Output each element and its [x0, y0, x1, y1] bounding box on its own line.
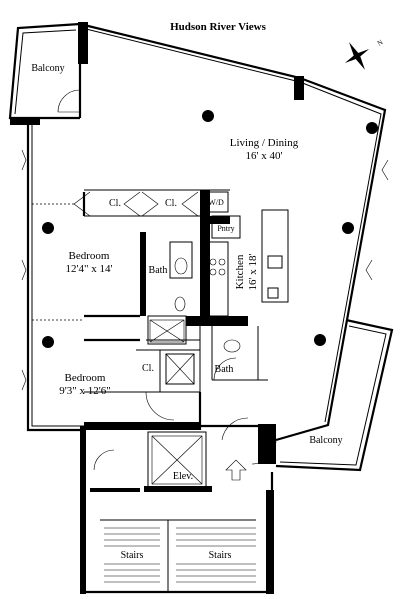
window-markers [21, 149, 389, 391]
elevator-label: Elev. [173, 471, 193, 482]
closet-label-3: Cl. [142, 363, 154, 374]
balcony-right-label: Balcony [309, 435, 342, 446]
stairs-right-label: Stairs [209, 550, 232, 561]
structural-columns [42, 110, 378, 348]
kitchen-fixtures [205, 209, 289, 317]
closet-label-2: Cl. [165, 198, 177, 209]
bedroom2-name: Bedroom [65, 372, 106, 384]
stairs-right-label-bg [198, 547, 242, 561]
building-core [80, 422, 276, 594]
bath2-fixtures [213, 339, 241, 381]
linen-closet-box [165, 353, 195, 385]
living-dining-size: 16' x 40' [246, 150, 283, 162]
closet-label-1: Cl. [109, 198, 121, 209]
pantry-box [211, 215, 241, 239]
washer-dryer-box [203, 191, 229, 213]
bedroom1-name: Bedroom [69, 250, 110, 262]
stairs-treads-left [104, 527, 160, 583]
balcony-top-left [8, 22, 88, 125]
bedroom2-size: 9'3" x 12'6" [59, 385, 110, 397]
bedroom2-door-swing [145, 391, 175, 421]
stairs-left-label-bg [110, 547, 154, 561]
bath1-fixtures [147, 241, 193, 345]
washer-dryer-label: W/D [208, 198, 224, 207]
stairs-treads-right [176, 527, 256, 583]
bath1-label: Bath [149, 265, 168, 276]
plan-title: Hudson River Views [170, 21, 266, 33]
bedroom1-size: 12'4" x 14' [66, 263, 113, 275]
living-dining-name: Living / Dining [230, 137, 299, 149]
pantry-label: Pntry [217, 224, 234, 233]
column-top [294, 76, 304, 100]
kitchen-size: 16' x 18' [247, 254, 259, 291]
interior-walls [82, 189, 268, 430]
compass-rose-icon [344, 42, 370, 70]
balcony-right [251, 318, 394, 472]
stairs-left-label: Stairs [121, 550, 144, 561]
entry-door-swing [221, 417, 249, 441]
balcony-top-label: Balcony [31, 63, 64, 74]
bath2-label: Bath [215, 364, 234, 375]
compass-north-label: N [376, 38, 384, 47]
kitchen-name: Kitchen [234, 254, 246, 289]
closet-bifold-doors [32, 191, 199, 321]
